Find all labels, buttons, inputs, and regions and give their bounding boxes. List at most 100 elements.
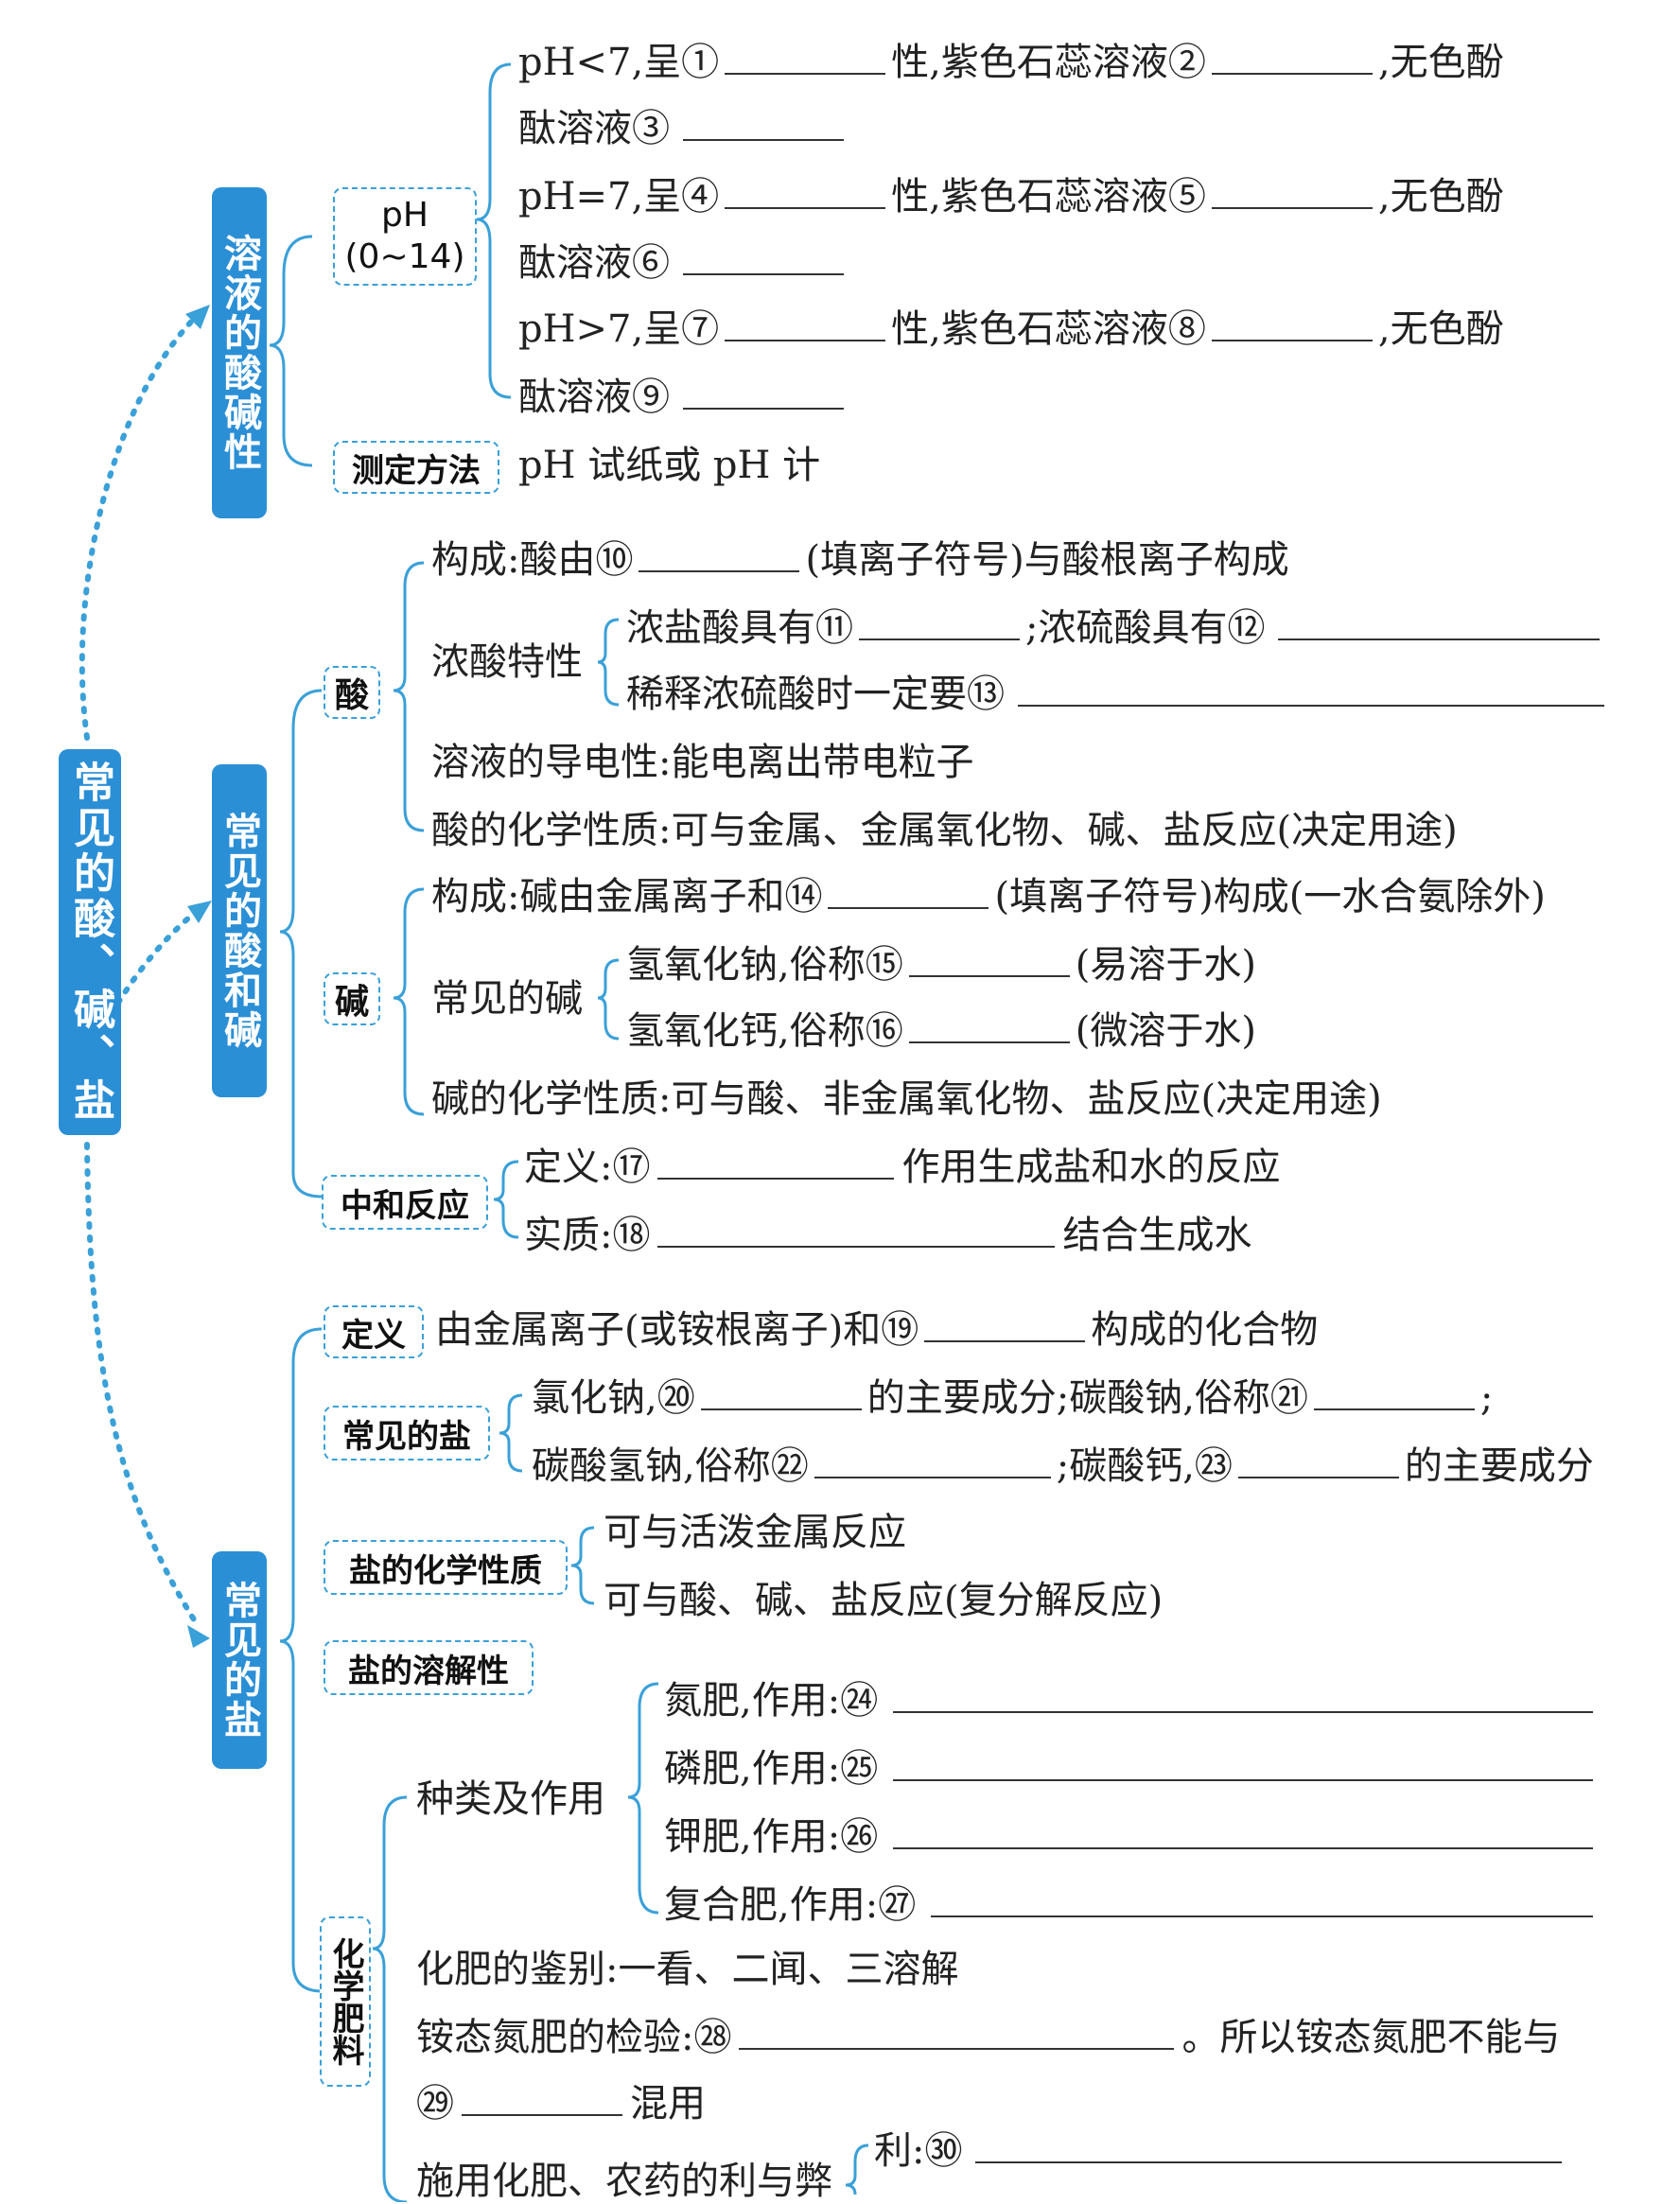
neutral-def-b: 作用生成盐和水的反应 [901,1146,1281,1189]
salt-chem-line1: 可与活泼金属反应 [604,1511,906,1554]
blank-21[interactable] [1313,1376,1475,1410]
blank-13[interactable] [1018,673,1604,707]
common-base-line2-b: (微溶于水) [1075,1009,1256,1053]
common-base-line2: 氢氧化钙,俗称⑯ (微溶于水) [626,1008,1256,1054]
blank-22[interactable] [814,1444,1051,1478]
ph-label-box: pH (0~14) [333,187,477,286]
blank-6[interactable] [683,241,844,275]
conc-line1-b: ;浓硫酸具有⑫ [1025,606,1266,650]
section-acidity-text: 溶液的酸碱性 [218,234,261,472]
blank-24[interactable] [893,1679,1594,1713]
salt-def-label-box: 定义 [324,1305,424,1358]
blank-8[interactable] [1211,307,1373,341]
blank-25[interactable] [893,1747,1594,1781]
blank-17[interactable] [657,1146,895,1180]
ammonium-test-d: 混用 [630,2082,706,2125]
acid-label: 酸 [334,676,369,715]
blank-20[interactable] [700,1376,862,1410]
common-salt-line1-b: 的主要成分;碳酸钠,俗称㉑ [866,1376,1308,1420]
neutral-def: 定义:⑰ 作用生成盐和水的反应 [524,1145,1280,1190]
blank-2[interactable] [1211,41,1373,75]
method-text: pH 试纸或 pH 计 [518,444,821,487]
blank-18[interactable] [657,1214,1056,1248]
salt-def-text-b: 构成的化合物 [1091,1308,1319,1352]
salt-chem-label: 盐的化学性质 [349,1551,542,1590]
neutral-label-box: 中和反应 [322,1175,488,1230]
common-salt-label: 常见的盐 [342,1417,471,1456]
blank-27[interactable] [931,1883,1594,1917]
base-label: 碱 [334,983,369,1022]
common-salt-line1: 氯化钠,⑳ 的主要成分;碳酸钠,俗称㉑; [532,1375,1493,1421]
conc-line2: 稀释浓硫酸时一定要⑬ [626,672,1604,717]
fertilizer-kind-1-text: 氮肥,作用:㉔ [664,1679,879,1723]
fertilizer-identify: 化肥的鉴别:一看、二闻、三溶解 [416,1948,959,1991]
ph-row-3-b: 性,紫色石蕊溶液⑧ [891,307,1206,351]
blank-5[interactable] [1211,175,1373,209]
ph-row-1-d: 酞溶液③ [518,107,670,150]
acid-label-box: 酸 [324,666,380,719]
ammonium-test-b: 。所以铵态氮肥不能与 [1181,2016,1561,2059]
fertilizer-kind-4-text: 复合肥,作用:㉗ [664,1883,917,1927]
blank-26[interactable] [893,1815,1594,1849]
ph-row-2-cont: 酞溶液⑥ [518,240,844,286]
blank-3[interactable] [683,107,844,141]
blank-12[interactable] [1278,606,1601,640]
blank-9[interactable] [683,376,844,410]
ph-row-1-a: pH<7,呈① [518,41,720,84]
neutral-essence-a: 实质:⑱ [524,1214,651,1257]
blank-16[interactable] [908,1009,1070,1043]
blank-15[interactable] [908,943,1070,977]
common-salt-line2: 碳酸氢钠,俗称㉒ ;碳酸钙,㉓ 的主要成分 [532,1443,1594,1489]
ph-row-2-d: 酞溶液⑥ [518,241,670,285]
fertilizer-label: 化学肥料 [326,1937,364,2066]
common-salt-line2-c: 的主要成分 [1404,1444,1594,1488]
blank-1[interactable] [725,41,886,75]
acid-conductivity: 溶液的导电性:能电离出带电粒子 [431,741,974,784]
blank-10[interactable] [639,538,800,572]
method-label-box: 测定方法 [333,441,499,494]
ph-row-2-b: 性,紫色石蕊溶液⑤ [891,175,1206,219]
ph-row-3-a: pH>7,呈⑦ [518,307,720,351]
conc-line2-text: 稀释浓硫酸时一定要⑬ [626,673,1005,716]
ph-row-3-c: ,无色酚 [1377,307,1504,351]
ph-row-3-cont: 酞溶液⑨ [518,375,844,420]
blank-7[interactable] [725,307,886,341]
section-salt-title: 常见的盐 [212,1551,267,1769]
ammonium-test: 铵态氮肥的检验:㉘。所以铵态氮肥不能与 [416,2015,1560,2060]
blank-30[interactable] [975,2129,1563,2163]
pros-line-text: 利:㉚ [874,2129,963,2173]
blank-29[interactable] [462,2082,622,2116]
common-salt-line2-b: ;碳酸钙,㉓ [1056,1444,1233,1488]
salt-def-text-a: 由金属离子(或铵根离子)和⑲ [435,1308,919,1352]
conc-line1: 浓盐酸具有⑪;浓硫酸具有⑫ [626,605,1601,651]
common-salt-line1-c: ; [1479,1376,1494,1420]
ph-row-1-cont: 酞溶液③ [518,106,844,151]
pros-line: 利:㉚ [874,2128,1563,2174]
blank-4[interactable] [725,175,886,209]
blank-11[interactable] [859,606,1020,640]
blank-19[interactable] [924,1308,1086,1342]
base-chem: 碱的化学性质:可与酸、非金属氧化物、盐反应(决定用途) [431,1077,1382,1121]
ammonium-test-c: ㉙ [416,2082,454,2125]
acid-chem: 酸的化学性质:可与金属、金属氧化物、碱、盐反应(决定用途) [431,809,1458,852]
ph-row-1-b: 性,紫色石蕊溶液② [891,41,1206,84]
method-label: 测定方法 [352,451,481,490]
common-base-line2-a: 氢氧化钙,俗称⑯ [626,1009,903,1053]
section-acidity-title: 溶液的酸碱性 [212,187,267,518]
common-salt-line1-a: 氯化钠,⑳ [532,1376,695,1420]
fertilizer-kind-3-text: 钾肥,作用:㉖ [664,1815,879,1859]
ph-label-line1: pH [381,196,429,235]
blank-23[interactable] [1237,1444,1399,1478]
blank-14[interactable] [828,875,989,909]
ph-label-line2: (0~14) [344,237,465,276]
salt-solubility-label-box: 盐的溶解性 [324,1640,534,1695]
fertilizer-kind-3: 钾肥,作用:㉖ [664,1814,1594,1860]
common-salt-line2-a: 碳酸氢钠,俗称㉒ [532,1444,809,1488]
ph-row-3: pH>7,呈⑦ 性,紫色石蕊溶液⑧ ,无色酚 [518,306,1504,352]
neutral-def-a: 定义:⑰ [524,1146,651,1189]
blank-28[interactable] [739,2016,1175,2050]
conc-label: 浓酸特性 [431,640,583,684]
common-base-line1-a: 氢氧化钠,俗称⑮ [626,943,903,987]
fertilizer-kinds-label: 种类及作用 [416,1777,605,1821]
